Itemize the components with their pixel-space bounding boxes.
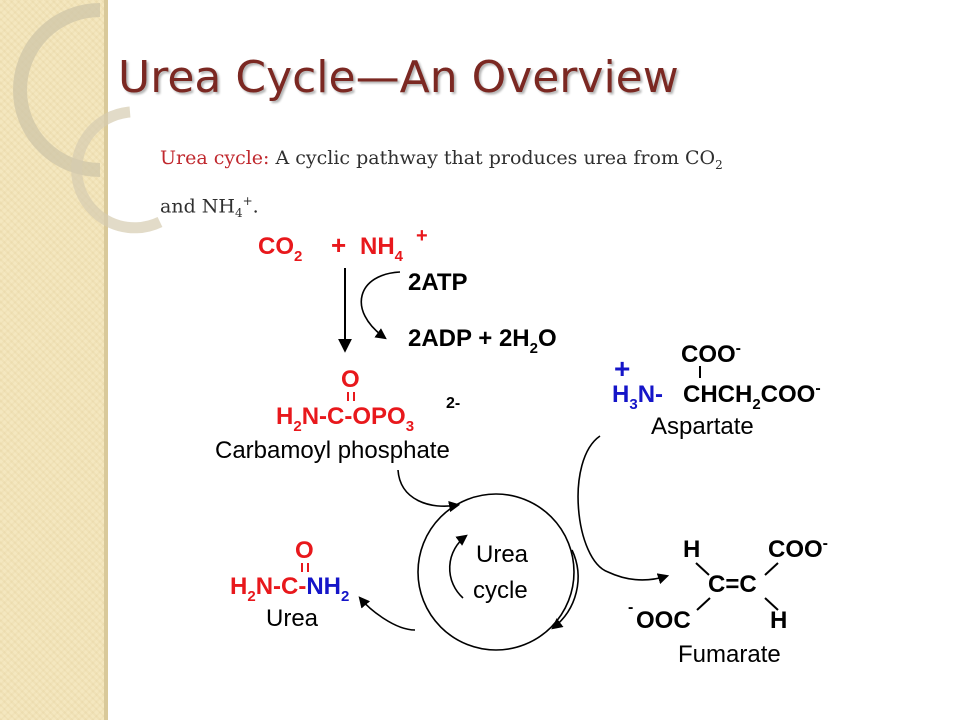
definition-term: Urea cycle (160, 147, 264, 169)
decor-ring-large (13, 3, 101, 177)
fumarate-h-bottom: H (770, 607, 787, 634)
aspartate-coo-top: COO- (681, 340, 741, 368)
decor-ring-small (71, 106, 163, 234)
aspartate-amine: H3N- (612, 381, 663, 413)
definition-text: Urea cycle: A cyclic pathway that produc… (160, 140, 800, 231)
decorative-sidebar (0, 0, 108, 720)
carbamoyl-oxygen: O (341, 366, 360, 393)
urea-oxygen: O (295, 537, 314, 564)
fumarate-ooc: OOC (636, 607, 691, 634)
fumarate-ooc-charge: - (628, 599, 633, 616)
cycle-inner-arrow-left (448, 534, 468, 599)
plus-sign: + (331, 230, 346, 260)
definition-colon: : (263, 147, 270, 169)
aspartate-charge-plus: + (614, 353, 630, 384)
carbamoyl-charge: 2- (446, 395, 460, 412)
co2-subscript: 2 (715, 157, 723, 172)
fumarate-name: Fumarate (678, 641, 781, 668)
nh4-charge: + (416, 225, 428, 247)
urea-exit-arrow (358, 596, 416, 631)
fumarate-bond-bottom-left (696, 597, 711, 611)
definition-period: . (252, 195, 259, 218)
fumarate-coo-top: COO- (768, 535, 828, 563)
urea-name: Urea (266, 605, 319, 632)
definition-body: A cyclic pathway that produces urea from… (275, 147, 716, 169)
co2-formula: CO2 (258, 233, 302, 265)
atp-curved-arrow (360, 271, 401, 340)
urea-cycle-circle (417, 493, 575, 651)
fumarate-bond-top-right (764, 562, 779, 576)
carbamoyl-formula: H2N-C-OPO3 (276, 403, 414, 435)
nh4-superscript: + (242, 193, 253, 208)
nh4-formula: NH4 (360, 233, 404, 265)
fumarate-cc: C=C (708, 571, 757, 598)
fumarate-h-top: H (683, 536, 700, 563)
fumarate-bond-bottom-right (764, 597, 779, 611)
fumarate-bond-top-left (695, 562, 710, 576)
sidebar-edge (104, 0, 108, 720)
carbamoyl-entry-arrow (397, 469, 461, 513)
atp-label: 2ATP (408, 269, 468, 296)
cycle-inner-arrow-right (551, 549, 579, 630)
carbamoyl-name: Carbamoyl phosphate (215, 437, 450, 464)
cycle-label-line1: Urea (476, 541, 529, 568)
aspartate-chain: CHCH2COO- (683, 380, 821, 413)
urea-formula: H2N-C-NH2 (230, 573, 349, 605)
adp-water-label: 2ADP + 2H2O (408, 325, 557, 357)
cycle-label-line2: cycle (473, 577, 528, 604)
aspartate-to-fumarate-arrow (577, 435, 670, 585)
decorative-rings (13, 3, 163, 234)
nh4-subscript: 4 (234, 205, 243, 220)
definition-and-nh: and NH (160, 195, 235, 218)
aspartate-name: Aspartate (651, 413, 754, 440)
slide-title: Urea Cycle—An Overview (118, 52, 679, 103)
